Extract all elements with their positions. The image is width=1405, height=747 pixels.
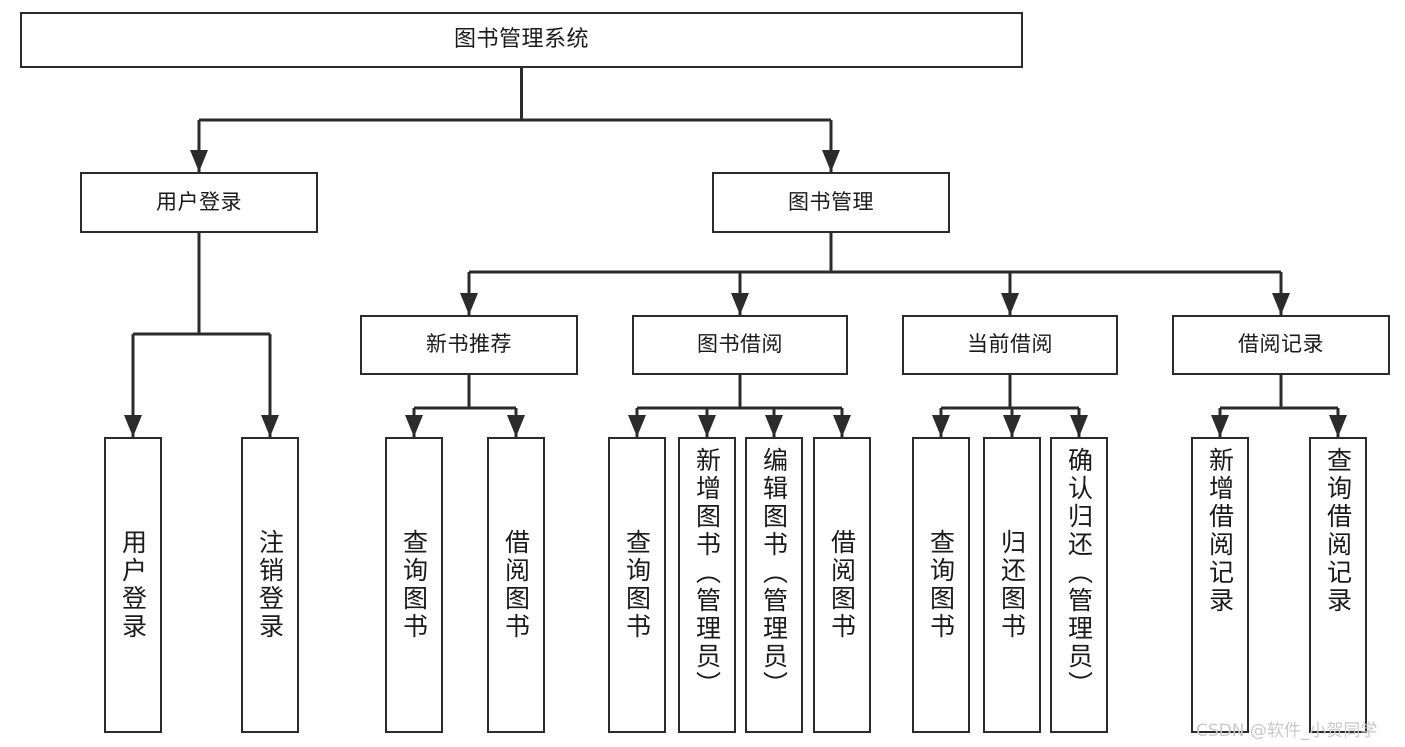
node-label: 用户登录 (118, 529, 148, 641)
node-leaf-query-book-2[interactable]: 查询图书 (608, 437, 666, 733)
arrow-head-icon (460, 293, 478, 315)
csdn-watermark: CSDN @软件_小贺同学 (1196, 721, 1378, 741)
node-leaf-edit-book[interactable]: 编辑图书（管理员） (745, 437, 803, 733)
node-leaf-query-record[interactable]: 查询借阅记录 (1309, 437, 1367, 733)
node-label: 当前借阅 (967, 332, 1053, 357)
node-label: 图书管理 (788, 189, 874, 214)
node-book-borrow[interactable]: 图书借阅 (632, 315, 848, 375)
node-leaf-borrow-book-1[interactable]: 借阅图书 (487, 437, 545, 733)
node-leaf-add-record[interactable]: 新增借阅记录 (1191, 437, 1249, 733)
node-label: 归还图书 (997, 529, 1027, 641)
node-label: 编辑图书（管理员） (759, 447, 789, 699)
node-root[interactable]: 图书管理系统 (20, 12, 1023, 68)
arrow-head-icon (833, 415, 851, 437)
node-label: 查询借阅记录 (1323, 447, 1353, 615)
arrow-head-icon (1329, 415, 1347, 437)
node-label: 查询图书 (399, 529, 429, 641)
node-new-book-rec[interactable]: 新书推荐 (360, 315, 578, 375)
node-label: 查询图书 (926, 529, 956, 641)
arrow-head-icon (698, 415, 716, 437)
arrow-head-icon (628, 415, 646, 437)
node-label: 图书借阅 (697, 332, 783, 357)
node-label: 确认归还（管理员） (1064, 447, 1094, 699)
arrow-head-icon (765, 415, 783, 437)
node-leaf-add-book[interactable]: 新增图书（管理员） (678, 437, 736, 733)
arrow-head-icon (1272, 293, 1290, 315)
node-leaf-query-book-3[interactable]: 查询图书 (912, 437, 970, 733)
arrow-head-icon (1211, 415, 1229, 437)
arrow-head-icon (1070, 415, 1088, 437)
arrow-head-icon (932, 415, 950, 437)
node-label: 用户登录 (156, 189, 242, 214)
arrow-head-icon (822, 150, 840, 172)
node-current-borrow[interactable]: 当前借阅 (902, 315, 1118, 375)
node-label: 新增图书（管理员） (692, 447, 722, 699)
arrow-head-icon (1003, 415, 1021, 437)
node-label: 借阅图书 (827, 529, 857, 641)
node-leaf-confirm-return[interactable]: 确认归还（管理员） (1050, 437, 1108, 733)
node-borrow-record[interactable]: 借阅记录 (1172, 315, 1390, 375)
node-label: 新增借阅记录 (1205, 447, 1235, 615)
node-label: 图书管理系统 (453, 26, 589, 52)
node-label: 注销登录 (255, 529, 285, 641)
node-leaf-user-logout[interactable]: 注销登录 (241, 437, 299, 733)
node-label: 借阅记录 (1238, 332, 1324, 357)
node-leaf-borrow-book-2[interactable]: 借阅图书 (813, 437, 871, 733)
node-leaf-query-book-1[interactable]: 查询图书 (385, 437, 443, 733)
arrow-head-icon (507, 415, 525, 437)
node-label: 借阅图书 (501, 529, 531, 641)
arrow-head-icon (731, 293, 749, 315)
arrow-head-icon (261, 415, 279, 437)
node-leaf-user-login[interactable]: 用户登录 (104, 437, 162, 733)
arrow-head-icon (190, 150, 208, 172)
arrow-head-icon (124, 415, 142, 437)
node-book-mgmt[interactable]: 图书管理 (712, 172, 950, 233)
node-label: 新书推荐 (426, 332, 512, 357)
node-label: 查询图书 (622, 529, 652, 641)
node-leaf-return-book[interactable]: 归还图书 (983, 437, 1041, 733)
arrow-head-icon (1001, 293, 1019, 315)
arrow-head-icon (405, 415, 423, 437)
node-user-login[interactable]: 用户登录 (80, 172, 318, 233)
